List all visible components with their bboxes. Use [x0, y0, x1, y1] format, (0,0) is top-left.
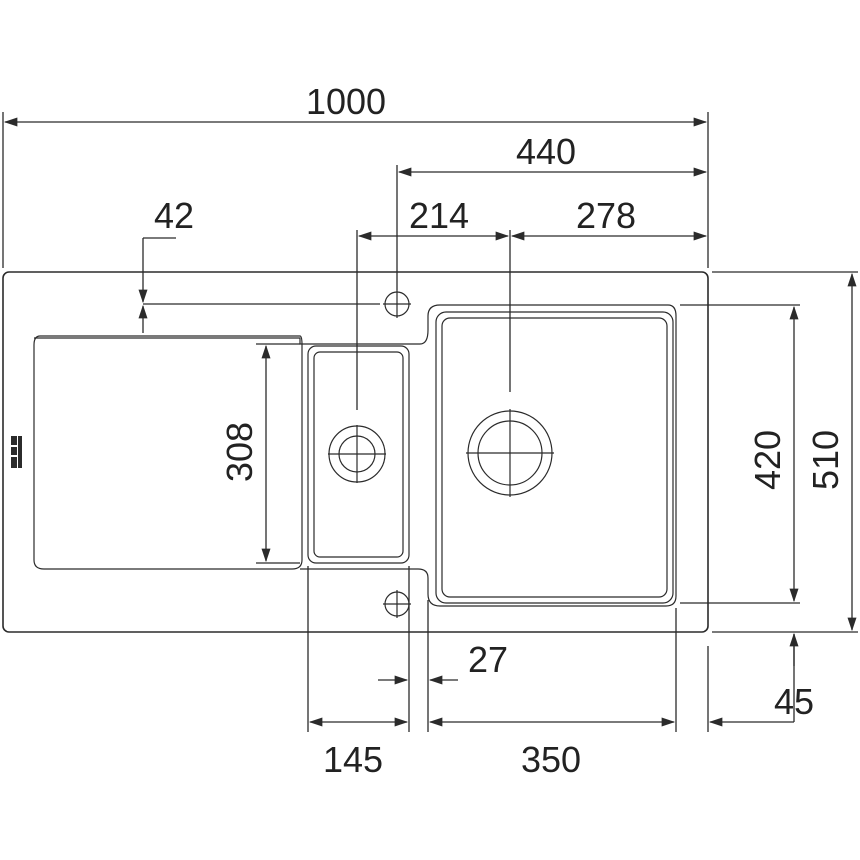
label-214: 214 [409, 195, 469, 236]
sink-outer-edge [2, 271, 709, 633]
drainer-handle-icon [8, 436, 24, 468]
tap-hole-bottom-icon [383, 590, 411, 618]
large-bowl [435, 311, 674, 604]
label-1000: 1000 [306, 81, 386, 122]
label-308: 308 [219, 422, 260, 482]
tap-hole-top-icon [383, 290, 411, 318]
sink-body [2, 271, 709, 633]
label-420: 420 [747, 430, 788, 490]
drainer-area [33, 335, 303, 570]
small-drain-icon [328, 425, 386, 483]
label-510: 510 [805, 430, 846, 490]
drainer-rim [34, 304, 677, 607]
large-bowl-inner [441, 317, 668, 598]
label-45: 45 [774, 681, 814, 722]
small-bowl-inner [313, 351, 404, 558]
extension-lines [2, 112, 858, 732]
label-278: 278 [576, 195, 636, 236]
label-145: 145 [323, 739, 383, 780]
label-350: 350 [521, 739, 581, 780]
label-440: 440 [516, 131, 576, 172]
dimension-labels: 1000 440 42 214 278 308 420 510 27 45 14… [154, 81, 846, 780]
large-drain-icon [466, 409, 554, 497]
small-bowl [307, 345, 410, 564]
label-27: 27 [468, 639, 508, 680]
label-42: 42 [154, 195, 194, 236]
dimension-lines [3, 117, 857, 727]
